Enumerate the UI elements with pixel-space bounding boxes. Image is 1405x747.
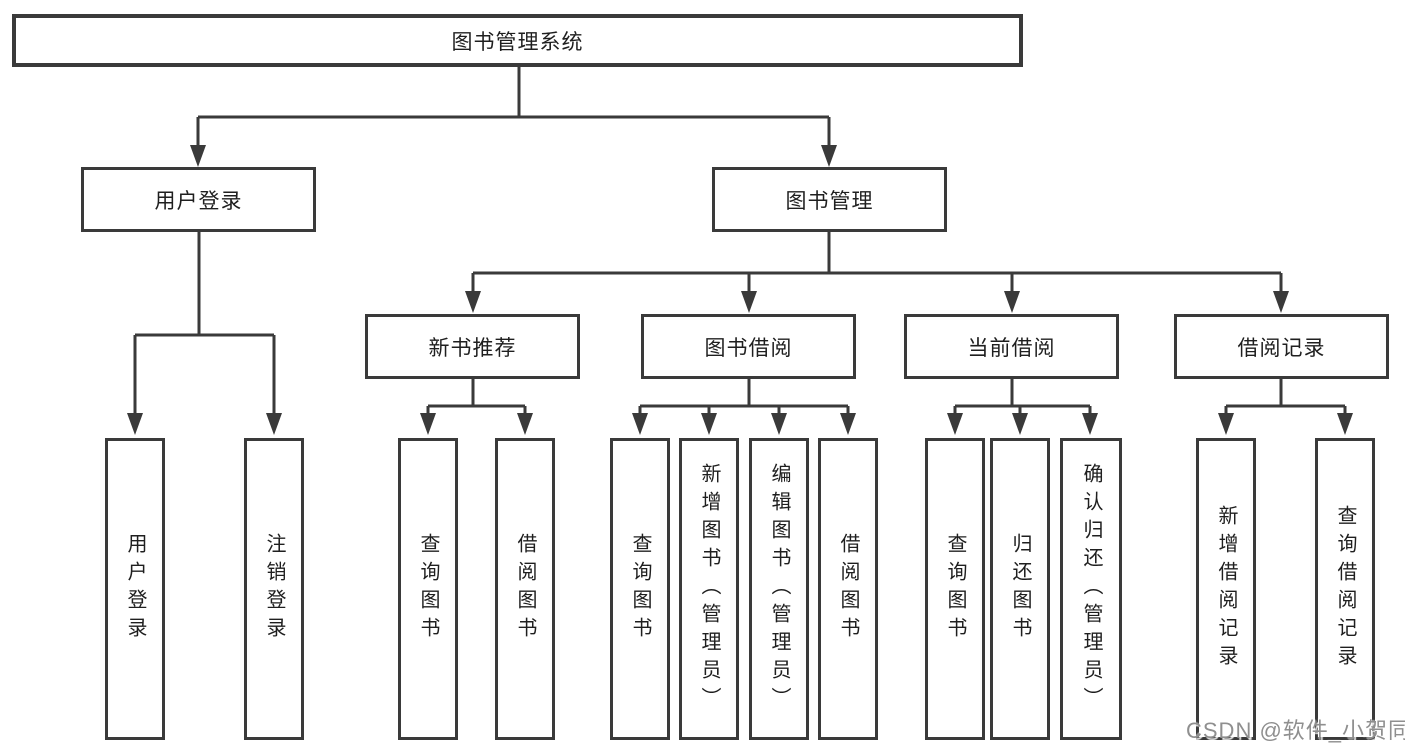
leaf-add-book-admin: 新增图书（管理员）: [679, 438, 739, 740]
node-borrowing-records: 借阅记录: [1174, 314, 1389, 379]
leaf-borrow-books-borrowing: 借阅图书: [818, 438, 878, 740]
node-label: 借阅图书: [837, 533, 859, 645]
leaf-query-borrow-record: 查询借阅记录: [1315, 438, 1375, 740]
node-label: 查询图书: [629, 533, 651, 645]
node-new-book-recommendation: 新书推荐: [365, 314, 580, 379]
node-label: 注销登录: [263, 533, 285, 645]
node-label: 确认归还（管理员）: [1080, 463, 1102, 715]
leaf-query-books-current: 查询图书: [925, 438, 985, 740]
leaf-return-books: 归还图书: [990, 438, 1050, 740]
node-book-management: 图书管理: [712, 167, 947, 232]
node-label: 新书推荐: [428, 336, 517, 360]
node-label: 借阅记录: [1237, 336, 1326, 360]
node-label: 新增图书（管理员）: [698, 463, 720, 715]
node-label: 新增借阅记录: [1215, 505, 1237, 673]
leaf-query-books-recommend: 查询图书: [398, 438, 458, 740]
node-label: 查询图书: [417, 533, 439, 645]
node-label: 图书管理: [785, 189, 874, 213]
leaf-borrow-books-recommend: 借阅图书: [495, 438, 555, 740]
connector-rails: [133, 67, 1347, 414]
leaf-confirm-return-admin: 确认归还（管理员）: [1060, 438, 1122, 740]
node-label: 归还图书: [1009, 533, 1031, 645]
csdn-watermark: CSDN @软件_小贺同学: [1186, 718, 1405, 743]
leaf-edit-book-admin: 编辑图书（管理员）: [749, 438, 809, 740]
node-label: 编辑图书（管理员）: [768, 463, 790, 715]
node-label: 图书借阅: [704, 336, 793, 360]
node-current-borrowing: 当前借阅: [904, 314, 1119, 379]
node-user-login: 用户登录: [81, 167, 316, 232]
leaf-query-books-borrowing: 查询图书: [610, 438, 670, 740]
node-label: 借阅图书: [514, 533, 536, 645]
leaf-user-login: 用户登录: [105, 438, 165, 740]
leaf-add-borrow-record: 新增借阅记录: [1196, 438, 1256, 740]
node-label: 查询借阅记录: [1334, 505, 1356, 673]
node-label: 用户登录: [124, 533, 146, 645]
node-library-system: 图书管理系统: [12, 14, 1023, 67]
leaf-logout-login: 注销登录: [244, 438, 304, 740]
node-label: 当前借阅: [967, 336, 1056, 360]
node-label: 查询图书: [944, 533, 966, 645]
node-book-borrowing: 图书借阅: [641, 314, 856, 379]
node-label: 图书管理系统: [451, 30, 584, 54]
node-label: 用户登录: [154, 189, 243, 213]
